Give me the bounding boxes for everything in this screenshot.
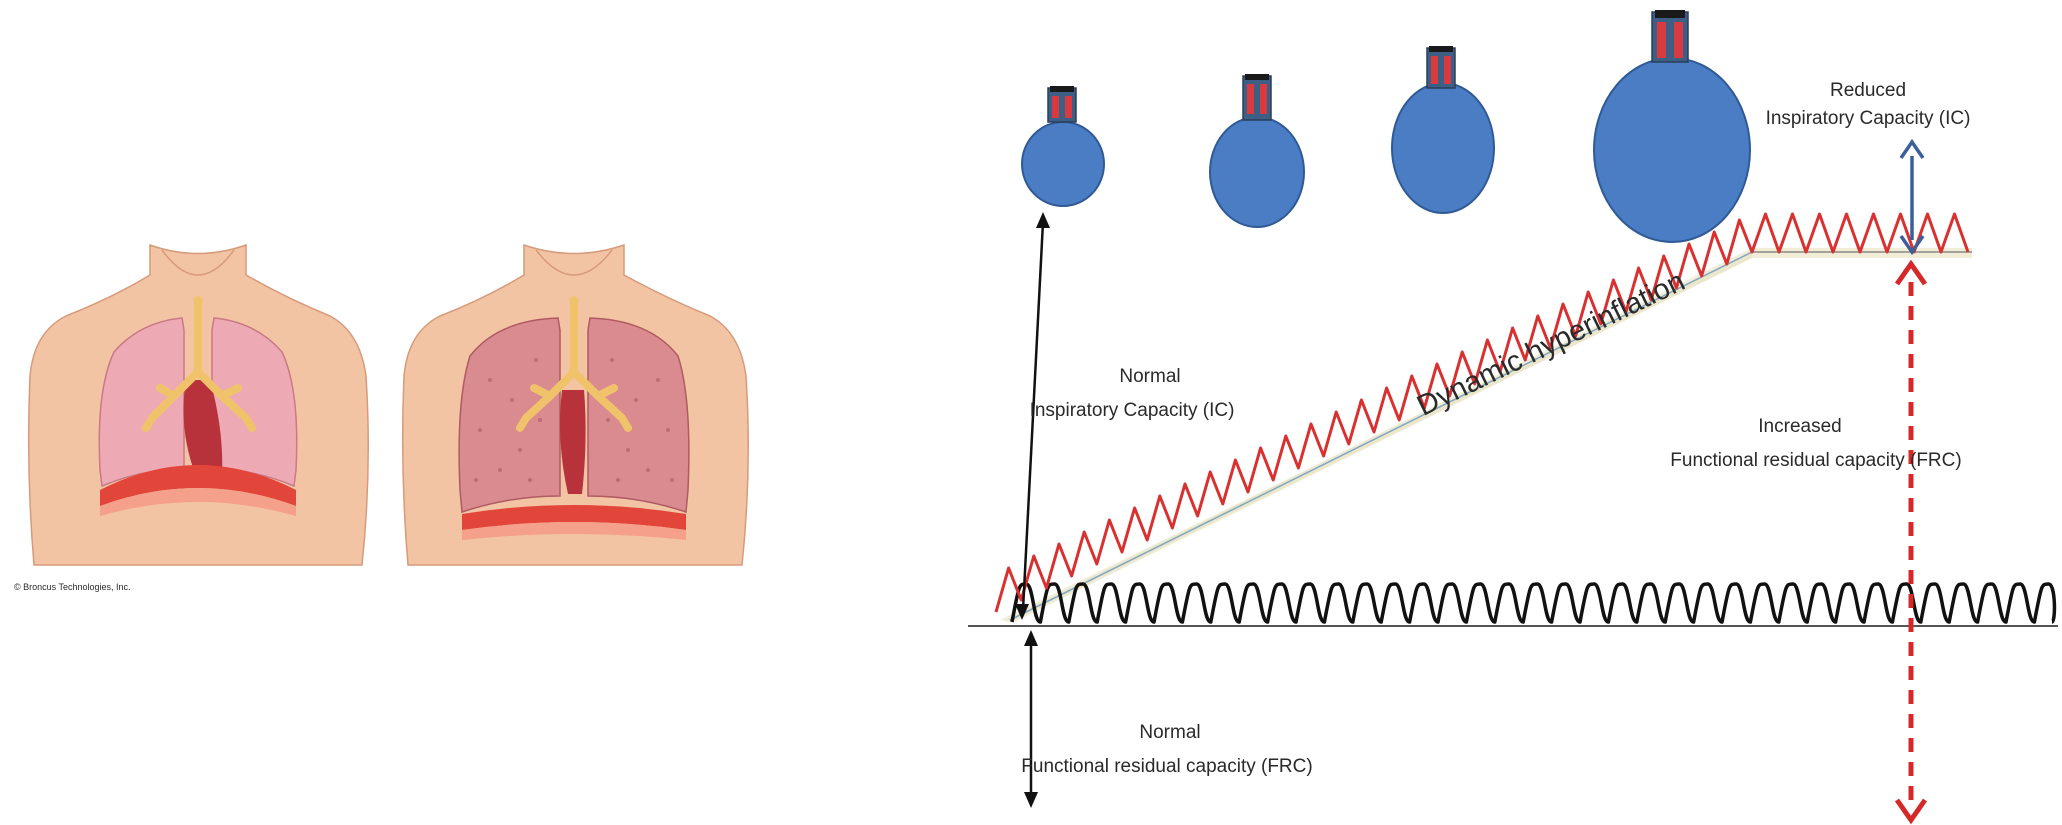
balloon-2-body bbox=[1210, 117, 1304, 227]
balloon-2-valve-right bbox=[1260, 84, 1267, 114]
balloon-1-body bbox=[1022, 122, 1104, 206]
balloon-4-body bbox=[1594, 58, 1750, 242]
balloon-3 bbox=[1392, 46, 1494, 213]
balloon-1-cap bbox=[1050, 86, 1074, 92]
reduced-ic-label-line2: Inspiratory Capacity (IC) bbox=[1766, 108, 1971, 129]
normal-ic-label-line2: Inspiratory Capacity (IC) bbox=[1030, 400, 1235, 421]
increased-frc-arrow-head-top bbox=[1897, 264, 1925, 284]
normal-frc-arrow-head-top bbox=[1024, 630, 1038, 646]
normal-frc-arrow-head-bottom bbox=[1024, 792, 1038, 808]
normal-frc-label-line2: Functional residual capacity (FRC) bbox=[1021, 756, 1312, 777]
balloon-3-cap bbox=[1429, 46, 1453, 52]
dynamic-hyperinflation-label: Dynamic hyperinflation bbox=[1412, 265, 1690, 422]
balloon-3-valve-right bbox=[1444, 56, 1451, 84]
balloon-3-body bbox=[1392, 83, 1494, 213]
increased-frc-label-line2: Functional residual capacity (FRC) bbox=[1670, 450, 1961, 471]
balloon-1 bbox=[1022, 86, 1104, 206]
normal-ic-arrow-head-top bbox=[1036, 212, 1050, 228]
balloon-2-valve-left bbox=[1247, 84, 1254, 114]
balloon-1-valve-right bbox=[1065, 96, 1072, 118]
increased-frc-arrow-head-bottom bbox=[1897, 800, 1925, 820]
balloon-2-cap bbox=[1245, 74, 1269, 80]
image-credit: © Broncus Technologies, Inc. bbox=[14, 582, 131, 592]
balloon-4-cap bbox=[1655, 10, 1685, 18]
normal-ic-label-line1: Normal bbox=[1119, 366, 1180, 387]
balloon-3-valve-left bbox=[1431, 56, 1438, 84]
torso-hyperinflated-lungs bbox=[403, 245, 749, 565]
illustration-panel: © Broncus Technologies, Inc. bbox=[14, 245, 748, 592]
normal-frc-label-line1: Normal bbox=[1139, 722, 1200, 743]
increased-frc-arrow bbox=[1897, 264, 1925, 820]
reduced-ic-arrow-head-top bbox=[1901, 142, 1923, 158]
balloon-4-valve-left bbox=[1657, 22, 1666, 58]
reduced-ic-label-line1: Reduced bbox=[1830, 80, 1906, 101]
hyperinflation-diagram: Reduced Inspiratory Capacity (IC) Normal… bbox=[968, 10, 2058, 820]
balloon-1-valve-left bbox=[1052, 96, 1059, 118]
increased-frc-label-line1: Increased bbox=[1758, 416, 1841, 437]
balloon-4 bbox=[1594, 10, 1750, 242]
normal-frc-arrow bbox=[1024, 630, 1038, 808]
torso-normal-lungs bbox=[29, 245, 369, 565]
balloon-4-valve-right bbox=[1674, 22, 1683, 58]
normal-breathing-wave bbox=[1012, 584, 2054, 622]
balloon-2 bbox=[1210, 74, 1304, 227]
